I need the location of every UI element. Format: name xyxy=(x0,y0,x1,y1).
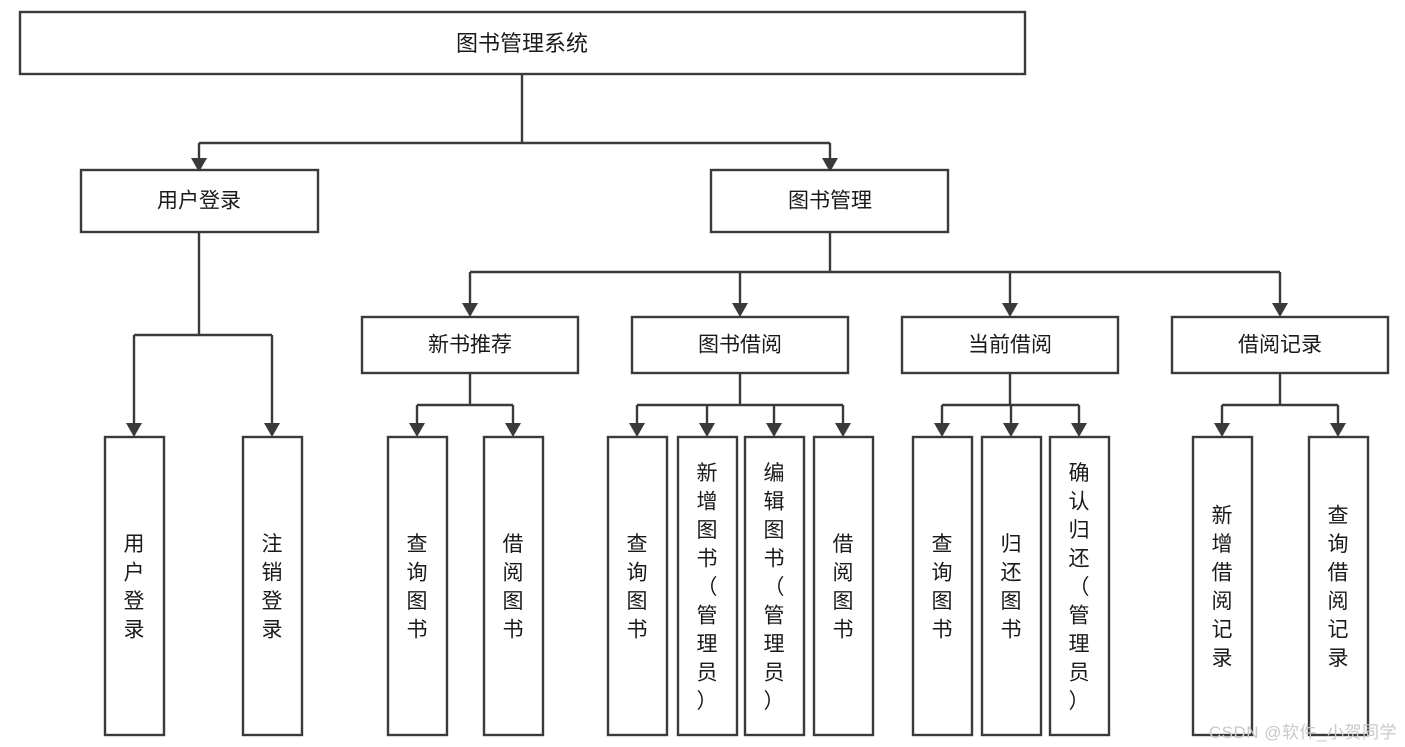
leaf-borrow-book-2-box[interactable] xyxy=(812,435,875,737)
node-borrow-box[interactable] xyxy=(630,315,850,375)
leaf-add-book-label: 新增图书（管理员） xyxy=(697,462,718,713)
leaf-add-record[interactable]: 新增借阅记录 xyxy=(1191,435,1254,737)
leaf-return-book[interactable]: 归还图书 xyxy=(980,435,1043,737)
leaf-borrow-book-1[interactable]: 借阅图书 xyxy=(482,435,545,737)
leaf-borrow-book-2-label: 借阅图书 xyxy=(833,533,854,642)
leaf-user-login-box[interactable] xyxy=(103,435,166,737)
leaf-user-login[interactable]: 用户登录 xyxy=(103,435,166,737)
arrow-current-to-leaf2 xyxy=(1003,423,1019,437)
leaf-add-record-label: 新增借阅记录 xyxy=(1212,505,1233,671)
leaf-query-book-2-box[interactable] xyxy=(606,435,669,737)
leaf-layer: 用户登录 注销登录 查询图书 借阅图书 查询图书 新增图书（管理员） xyxy=(103,435,1370,737)
leaf-confirm-return-label: 确认归还（管理员） xyxy=(1069,462,1090,713)
arrow-borrow-to-leaf2 xyxy=(699,423,715,437)
leaf-query-book-1-label: 查询图书 xyxy=(407,533,428,642)
node-borrow[interactable]: 图书借阅 xyxy=(630,315,850,375)
arrow-login-to-leaf1 xyxy=(126,423,142,437)
leaf-add-book[interactable]: 新增图书（管理员） xyxy=(676,435,739,737)
leaf-borrow-book-2[interactable]: 借阅图书 xyxy=(812,435,875,737)
leaf-query-book-3-box[interactable] xyxy=(911,435,974,737)
arrow-bookmgmt-to-records xyxy=(1272,303,1288,317)
arrow-current-to-leaf3 xyxy=(1071,423,1087,437)
leaf-user-login-label: 用户登录 xyxy=(124,533,145,642)
leaf-edit-book[interactable]: 编辑图书（管理员） xyxy=(743,435,806,737)
csdn-watermark: CSDN @软件_小贺同学 xyxy=(1208,723,1397,742)
arrow-newbook-to-leaf1 xyxy=(409,423,425,437)
arrow-borrow-to-leaf1 xyxy=(629,423,645,437)
arrow-records-to-leaf1 xyxy=(1214,423,1230,437)
connector-layer xyxy=(126,74,1346,437)
leaf-query-book-1-box[interactable] xyxy=(386,435,449,737)
arrow-borrow-to-leaf4 xyxy=(835,423,851,437)
node-login-label: 用户登录 xyxy=(157,190,241,213)
node-newbook-box[interactable] xyxy=(360,315,580,375)
leaf-edit-book-label: 编辑图书（管理员） xyxy=(764,462,785,713)
arrow-bookmgmt-to-borrow xyxy=(732,303,748,317)
leaf-query-book-3[interactable]: 查询图书 xyxy=(911,435,974,737)
arrow-bookmgmt-to-current xyxy=(1002,303,1018,317)
leaf-borrow-book-1-box[interactable] xyxy=(482,435,545,737)
leaf-logout-label: 注销登录 xyxy=(262,533,283,642)
leaf-query-book-1[interactable]: 查询图书 xyxy=(386,435,449,737)
leaf-logout-box[interactable] xyxy=(241,435,304,737)
leaf-return-book-box[interactable] xyxy=(980,435,1043,737)
leaf-query-record-label: 查询借阅记录 xyxy=(1328,505,1349,671)
arrow-borrow-to-leaf3 xyxy=(766,423,782,437)
leaf-confirm-return-box[interactable] xyxy=(1048,435,1111,737)
node-current-box[interactable] xyxy=(900,315,1120,375)
arrow-root-to-login xyxy=(191,158,207,172)
node-current-label: 当前借阅 xyxy=(968,334,1052,357)
node-login[interactable]: 用户登录 xyxy=(79,168,320,234)
node-bookmgmt[interactable]: 图书管理 xyxy=(709,168,950,234)
node-records[interactable]: 借阅记录 xyxy=(1170,315,1390,375)
node-root[interactable]: 图书管理系统 xyxy=(18,10,1027,76)
node-root-box[interactable] xyxy=(18,10,1027,76)
leaf-query-record-box[interactable] xyxy=(1307,435,1370,737)
node-current[interactable]: 当前借阅 xyxy=(900,315,1120,375)
arrow-records-to-leaf2 xyxy=(1330,423,1346,437)
node-newbook-label: 新书推荐 xyxy=(428,334,512,357)
leaf-add-book-box[interactable] xyxy=(676,435,739,737)
leaf-query-record[interactable]: 查询借阅记录 xyxy=(1307,435,1370,737)
node-bookmgmt-label: 图书管理 xyxy=(788,190,872,213)
arrow-bookmgmt-to-newbook xyxy=(462,303,478,317)
arrow-login-to-leaf2 xyxy=(264,423,280,437)
leaf-confirm-return[interactable]: 确认归还（管理员） xyxy=(1048,435,1111,737)
leaf-query-book-2-label: 查询图书 xyxy=(627,533,648,642)
node-records-label: 借阅记录 xyxy=(1238,334,1322,357)
node-root-label: 图书管理系统 xyxy=(456,31,588,56)
arrow-root-to-bookmgmt xyxy=(822,158,838,172)
leaf-logout[interactable]: 注销登录 xyxy=(241,435,304,737)
leaf-return-book-label: 归还图书 xyxy=(1001,533,1022,642)
leaf-query-book-2[interactable]: 查询图书 xyxy=(606,435,669,737)
leaf-query-book-3-label: 查询图书 xyxy=(932,533,953,642)
leaf-edit-book-box[interactable] xyxy=(743,435,806,737)
leaf-borrow-book-1-label: 借阅图书 xyxy=(503,533,524,642)
leaf-add-record-box[interactable] xyxy=(1191,435,1254,737)
node-login-box[interactable] xyxy=(79,168,320,234)
node-records-box[interactable] xyxy=(1170,315,1390,375)
node-bookmgmt-box[interactable] xyxy=(709,168,950,234)
arrow-current-to-leaf1 xyxy=(934,423,950,437)
arrow-newbook-to-leaf2 xyxy=(505,423,521,437)
node-newbook[interactable]: 新书推荐 xyxy=(360,315,580,375)
node-borrow-label: 图书借阅 xyxy=(698,334,782,357)
